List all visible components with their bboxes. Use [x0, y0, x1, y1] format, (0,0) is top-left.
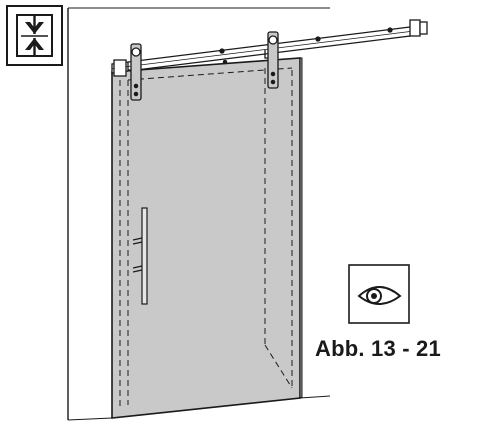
floor-line [67, 395, 331, 421]
wall [67, 7, 330, 420]
door-handle [132, 207, 148, 305]
align-arrows-icon [6, 5, 63, 66]
eye-icon [348, 264, 410, 324]
hanger-right [264, 31, 279, 89]
sliding-rail [111, 19, 428, 77]
hanger-left [127, 43, 142, 101]
dashed-outline [119, 67, 293, 410]
door-panel [111, 57, 303, 419]
figure-caption: Abb. 13 - 21 [315, 336, 441, 361]
